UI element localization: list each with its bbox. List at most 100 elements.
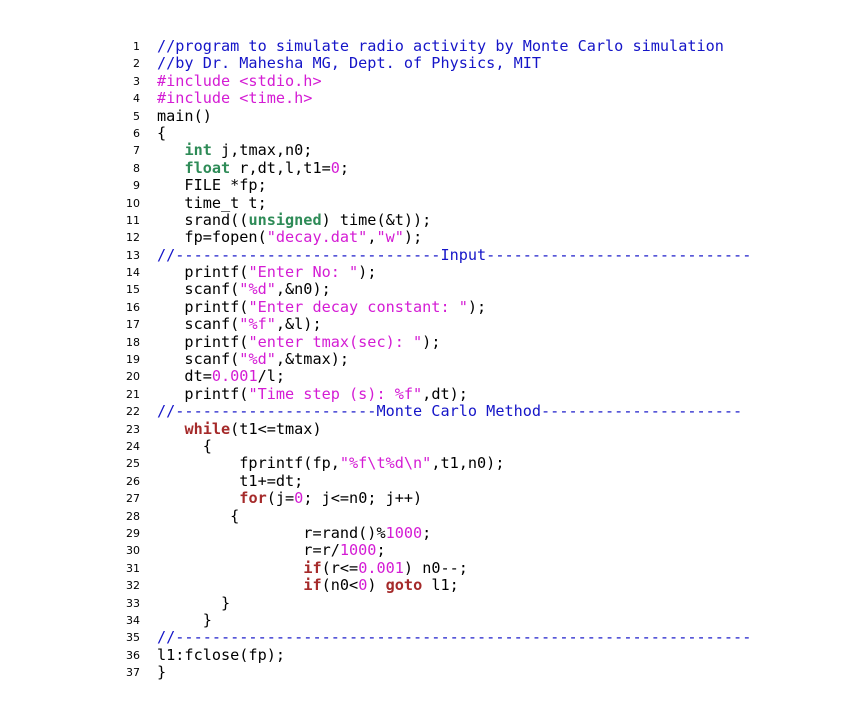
code-source: main() bbox=[157, 106, 212, 125]
code-number: 0 bbox=[294, 489, 304, 508]
line-number: 32 bbox=[126, 579, 140, 593]
code-keyword: if bbox=[303, 558, 322, 577]
code-source: int j,tmax,n0; bbox=[157, 142, 312, 159]
line-number: 29 bbox=[126, 526, 140, 540]
code-line: 26 t1+=dt; bbox=[0, 472, 860, 490]
line-number: 30 bbox=[126, 544, 140, 558]
code-source: //program to simulate radio activity by … bbox=[157, 37, 724, 55]
code-text: r,dt,l,t1= bbox=[230, 158, 331, 177]
code-text bbox=[157, 489, 239, 507]
line-number: 9 bbox=[133, 179, 140, 193]
code-text: printf( bbox=[157, 263, 249, 282]
code-text: ; bbox=[376, 541, 386, 560]
code-text: scanf( bbox=[157, 280, 240, 299]
code-text: ,&tmax); bbox=[275, 350, 350, 369]
code-text: (r<= bbox=[321, 558, 359, 577]
code-source: time_t t; bbox=[157, 194, 266, 212]
line-number: 36 bbox=[126, 648, 140, 662]
code-text: /l; bbox=[257, 367, 286, 386]
line-number: 24 bbox=[126, 439, 140, 453]
code-line: 18 printf("enter tmax(sec): "); bbox=[0, 332, 860, 351]
code-text: } bbox=[157, 663, 167, 682]
code-keyword: if bbox=[303, 576, 322, 595]
code-line: 28 { bbox=[0, 506, 860, 525]
line-number: 6 bbox=[133, 126, 140, 140]
code-text: j,tmax,n0; bbox=[211, 141, 313, 160]
code-line: 11 srand((unsigned) time(&t)); bbox=[0, 211, 860, 229]
line-number: 13 bbox=[126, 248, 140, 262]
code-keyword: goto bbox=[385, 576, 423, 595]
code-source: dt=0.001/l; bbox=[157, 368, 285, 385]
code-number: 0.001 bbox=[358, 558, 404, 577]
code-comment: //program to simulate radio activity by … bbox=[157, 37, 724, 55]
code-source: if(n0<0) goto l1; bbox=[157, 576, 458, 595]
line-number: 35 bbox=[126, 631, 140, 645]
code-text: printf( bbox=[157, 297, 249, 316]
code-source: //----------------------Monte Carlo Meth… bbox=[157, 403, 742, 420]
line-number: 11 bbox=[126, 213, 140, 227]
code-comment: //-----------------------------Input----… bbox=[157, 245, 752, 264]
code-comment: //--------------------------------------… bbox=[157, 628, 752, 647]
code-text: scanf( bbox=[157, 350, 240, 369]
line-number: 15 bbox=[126, 283, 140, 297]
code-text: main() bbox=[157, 106, 212, 125]
code-text: ); bbox=[403, 228, 423, 247]
code-line: 32 if(n0<0) goto l1; bbox=[0, 576, 860, 595]
code-comment: //by Dr. Mahesha MG, Dept. of Physics, M… bbox=[157, 54, 542, 73]
code-source: } bbox=[157, 594, 230, 612]
line-number: 21 bbox=[126, 387, 140, 401]
line-number: 34 bbox=[126, 613, 140, 627]
code-listing: 1//program to simulate radio activity by… bbox=[0, 37, 860, 682]
code-text: { bbox=[157, 506, 240, 525]
code-text: dt= bbox=[157, 367, 212, 386]
code-source: printf("Enter No: "); bbox=[157, 263, 376, 282]
code-source: } bbox=[157, 663, 167, 682]
code-line: 14 printf("Enter No: "); bbox=[0, 263, 860, 282]
line-number: 19 bbox=[126, 353, 140, 367]
code-text: ) bbox=[367, 576, 386, 595]
line-number: 25 bbox=[126, 457, 140, 471]
code-number: 1000 bbox=[385, 523, 423, 542]
line-number: 5 bbox=[133, 109, 140, 123]
line-number: 8 bbox=[133, 161, 140, 175]
code-text: (j= bbox=[266, 489, 295, 508]
code-line: 35 //------------------------------------… bbox=[0, 629, 860, 646]
code-text: ); bbox=[467, 297, 487, 316]
code-text: ) n0--; bbox=[403, 558, 468, 577]
code-line: 17 scanf("%f",&l); bbox=[0, 316, 860, 333]
code-text: printf( bbox=[157, 332, 249, 351]
line-number: 7 bbox=[133, 144, 140, 158]
code-source: fprintf(fp,"%f\t%d\n",t1,n0); bbox=[157, 455, 504, 472]
line-number: 20 bbox=[126, 370, 140, 384]
code-text: fp=fopen( bbox=[157, 228, 267, 247]
code-text: r=rand()% bbox=[157, 523, 386, 542]
code-line: 13 //-----------------------------Input--… bbox=[0, 245, 860, 264]
line-number: 23 bbox=[126, 422, 140, 436]
code-text bbox=[157, 141, 184, 159]
code-text: l1:fclose(fp); bbox=[157, 645, 286, 664]
code-text: , bbox=[367, 228, 377, 247]
code-source: printf("Time step (s): %f",dt); bbox=[157, 384, 468, 403]
code-source: scanf("%f",&l); bbox=[157, 316, 321, 333]
code-keyword: while bbox=[184, 419, 231, 438]
code-text bbox=[157, 420, 184, 438]
code-line: 24 { bbox=[0, 437, 860, 455]
line-number: 33 bbox=[126, 596, 140, 610]
code-string: "decay.dat" bbox=[266, 228, 368, 247]
code-number: 1000 bbox=[339, 541, 377, 560]
code-source: { bbox=[157, 437, 212, 455]
code-text: ); bbox=[422, 332, 441, 351]
code-line: 15 scanf("%d",&n0); bbox=[0, 281, 860, 298]
code-text: ,dt); bbox=[422, 384, 468, 403]
code-line: 19 scanf("%d",&tmax); bbox=[0, 350, 860, 369]
code-source: printf("enter tmax(sec): "); bbox=[157, 332, 441, 351]
code-source: FILE *fp; bbox=[157, 176, 266, 194]
code-line: 21 printf("Time step (s): %f",dt); bbox=[0, 384, 860, 403]
code-line: 9 FILE *fp; bbox=[0, 176, 860, 194]
code-source: #include <time.h> bbox=[157, 89, 313, 108]
code-line: 23 while(t1<=tmax) bbox=[0, 419, 860, 438]
code-type-keyword: int bbox=[184, 141, 212, 160]
code-source: while(t1<=tmax) bbox=[157, 419, 321, 438]
code-preprocessor: #include <time.h> bbox=[157, 89, 313, 108]
code-source: l1:fclose(fp); bbox=[157, 645, 286, 664]
